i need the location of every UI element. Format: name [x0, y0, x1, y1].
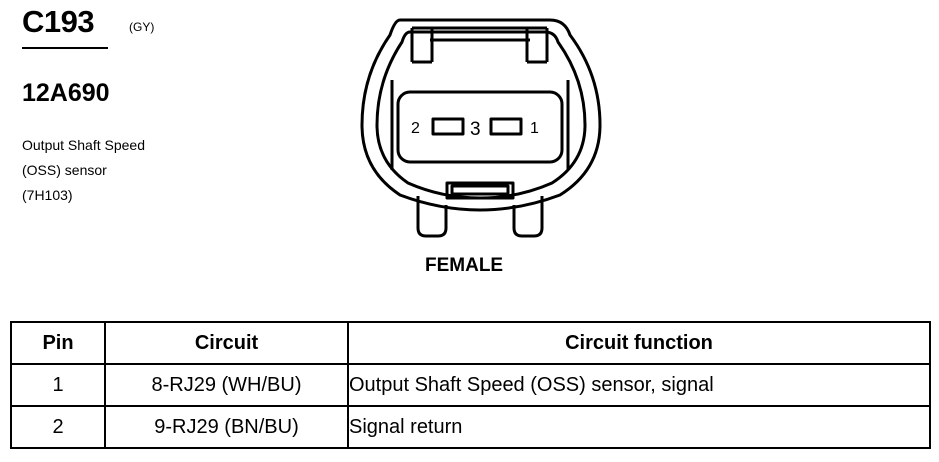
- row-2-function: Signal return: [347, 405, 931, 449]
- table-row: 2 9-RJ29 (BN/BU) Signal return: [10, 405, 931, 449]
- pin-cavity-box: [396, 90, 564, 164]
- description-line-3: (7H103): [22, 187, 73, 203]
- description-line-2: (OSS) sensor: [22, 162, 107, 178]
- row-1-circuit: 8-RJ29 (WH/BU): [104, 363, 349, 407]
- pinout-table: Pin Circuit Circuit function 1 8-RJ29 (W…: [10, 321, 931, 449]
- pin-2-terminal: [431, 117, 465, 136]
- pin-3-terminal: [489, 117, 523, 136]
- pin-label-1: 1: [530, 120, 539, 137]
- connector-id: C193: [22, 4, 95, 39]
- part-number: 12A690: [22, 79, 110, 107]
- connector-housing-outer: [360, 18, 602, 212]
- foot-right-icon: [512, 196, 544, 238]
- table-row: 1 8-RJ29 (WH/BU) Output Shaft Speed (OSS…: [10, 363, 931, 407]
- connector-diagram: 2 3 1: [360, 18, 602, 238]
- key-icon: [445, 181, 515, 200]
- row-2-circuit: 9-RJ29 (BN/BU): [104, 405, 349, 449]
- header-circuit-function: Circuit function: [347, 321, 931, 365]
- connector-housing-inner: [375, 30, 587, 200]
- latch-icon: [410, 28, 549, 62]
- foot-left-icon: [416, 196, 448, 238]
- header-circuit: Circuit: [104, 321, 349, 365]
- row-1-pin: 1: [10, 363, 106, 407]
- connector-color-code: (GY): [129, 20, 155, 34]
- table-header-row: Pin Circuit Circuit function: [10, 321, 931, 365]
- row-1-function: Output Shaft Speed (OSS) sensor, signal: [347, 363, 931, 407]
- pin-label-2: 2: [411, 120, 420, 137]
- view-label: FEMALE: [425, 255, 504, 276]
- pin-label-3: 3: [470, 119, 481, 140]
- description-line-1: Output Shaft Speed: [22, 137, 145, 153]
- header-pin: Pin: [10, 321, 106, 365]
- row-2-pin: 2: [10, 405, 106, 449]
- connector-id-underline: [22, 47, 108, 49]
